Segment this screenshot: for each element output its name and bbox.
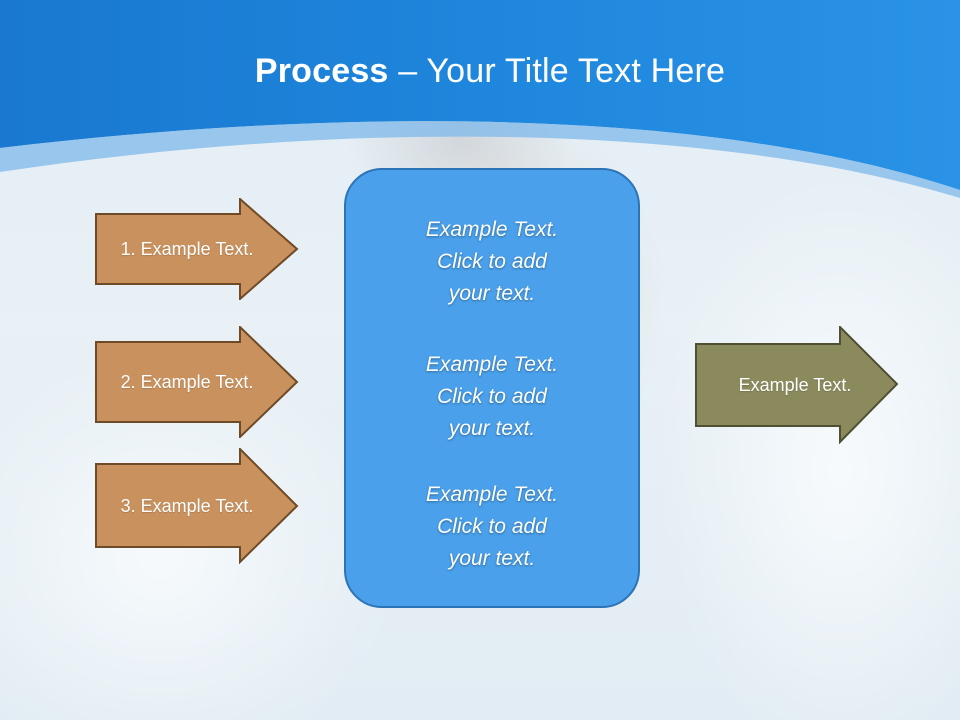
arrow-shape [95, 198, 299, 300]
left-arrow-3[interactable]: 3. Example Text. [95, 448, 299, 564]
header-swoosh [0, 121, 960, 198]
left-arrow-2[interactable]: 2. Example Text. [95, 326, 299, 438]
center-block-1: Example Text. Click to add your text. [346, 214, 638, 310]
block-line-1: Example Text. [425, 353, 559, 376]
block-line-1: Example Text. [425, 483, 559, 506]
left-arrow-1[interactable]: 1. Example Text. [95, 198, 299, 300]
block-line-3: your text. [448, 417, 536, 440]
right-arrow[interactable]: Example Text. [695, 326, 899, 444]
header-shape [0, 0, 960, 190]
arrow-label: 3. Example Text. [120, 495, 254, 516]
arrow-label: 2. Example Text. [120, 371, 254, 392]
arrow-label: Example Text. [738, 374, 852, 395]
block-line-1: Example Text. [425, 218, 559, 241]
header-band [0, 0, 960, 198]
slide-title: Process – Your Title Text Here [0, 52, 960, 91]
block-line-2: Click to add [437, 250, 547, 273]
title-bold: Process [254, 52, 389, 90]
block-line-3: your text. [448, 547, 536, 570]
title-dash: – [388, 52, 427, 90]
arrow-shape [95, 448, 299, 564]
block-line-2: Click to add [437, 515, 547, 538]
arrow-label: 1. Example Text. [120, 238, 254, 259]
center-block-3: Example Text. Click to add your text. [346, 479, 638, 575]
arrow-shape [95, 326, 299, 438]
block-line-2: Click to add [437, 385, 547, 408]
center-text-box[interactable]: Example Text. Click to add your text. Ex… [344, 168, 640, 608]
block-line-3: your text. [448, 282, 536, 305]
arrow-shape [695, 326, 899, 444]
title-rest: Your Title Text Here [426, 52, 726, 90]
center-block-2: Example Text. Click to add your text. [346, 349, 638, 445]
